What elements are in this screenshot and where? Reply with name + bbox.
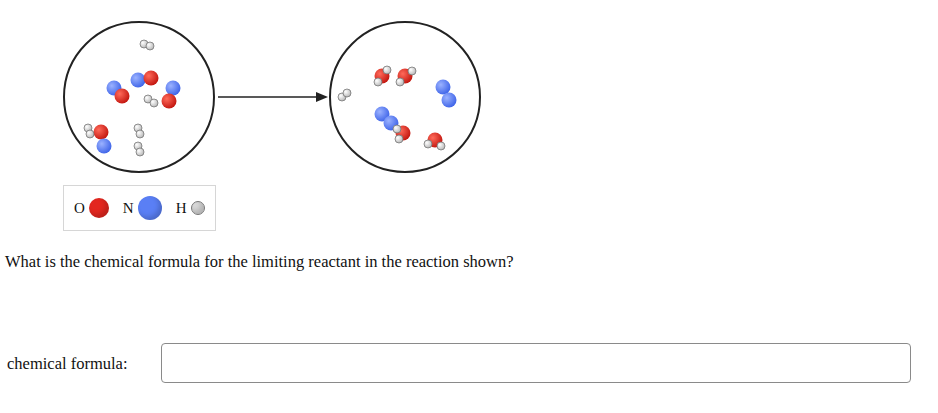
input-label: chemical formula: [7,354,128,374]
atom [343,89,351,97]
legend-swatch [191,201,205,215]
atom [136,130,144,138]
atom [115,89,130,104]
legend-item: N [123,196,162,220]
legend-label: N [123,200,134,217]
atom [442,93,457,108]
atom [393,125,401,133]
atom [86,130,94,138]
molecules [84,40,457,156]
atom [424,140,432,148]
arrow-head [316,92,328,102]
question-text: What is the chemical formula for the lim… [5,252,514,272]
atom [437,142,445,150]
atom [146,42,154,50]
legend-label: H [176,200,187,217]
atom [383,66,391,74]
legend-box: ONH [63,185,216,231]
atom [97,139,112,154]
atom [436,80,451,95]
atom [162,94,177,109]
answer-input [161,343,911,383]
atom [94,125,109,140]
atom [395,135,403,143]
legend-item: H [176,200,205,217]
legend-label: O [74,200,85,217]
atom [150,99,158,107]
product-circle [330,22,480,172]
legend-item: O [74,198,109,218]
atom [166,81,181,96]
atom [408,67,416,75]
atom [396,78,404,86]
reactant-circle [64,22,214,172]
legend-swatch [89,198,109,218]
atom [374,78,382,86]
atom [131,73,146,88]
atom [144,71,159,86]
atom [136,148,144,156]
reaction-arrow [218,96,318,98]
legend-swatch [138,196,162,220]
